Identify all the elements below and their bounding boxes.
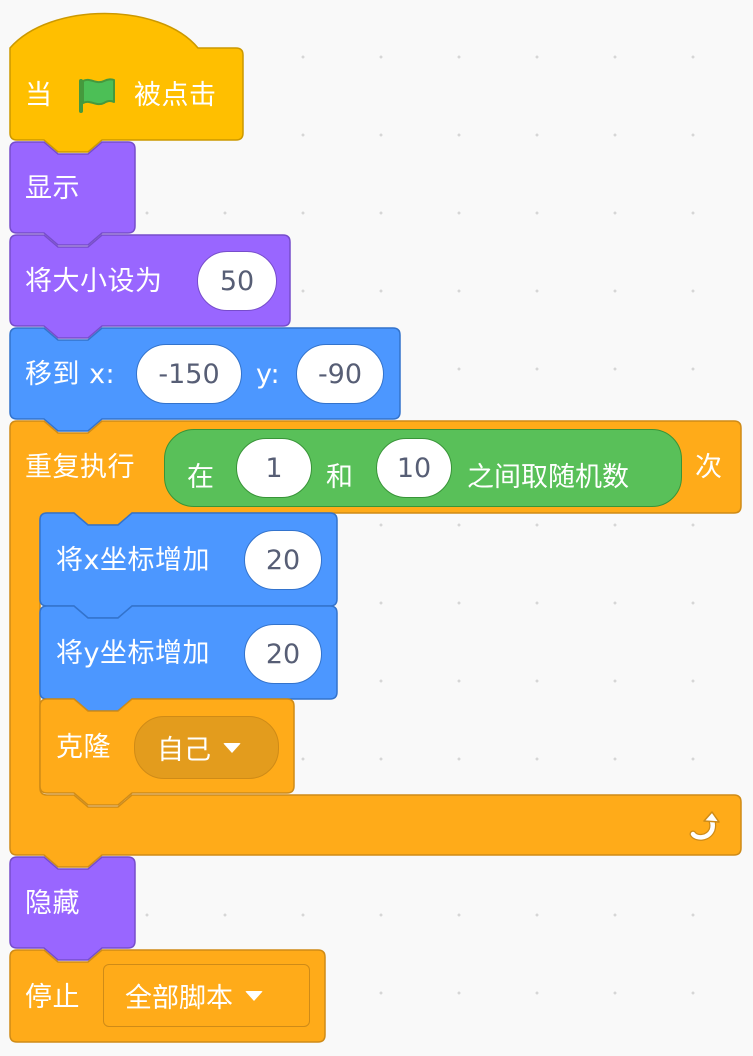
random-and-label: 和 (326, 462, 353, 493)
clone-target-value: 自己 (157, 735, 211, 766)
y-value-input[interactable]: -90 (296, 344, 384, 404)
change-x-value-input[interactable]: 20 (244, 530, 322, 590)
size-value-input[interactable]: 50 (197, 251, 277, 311)
repeat-arrow-icon (689, 811, 720, 841)
random-from-input[interactable]: 1 (236, 438, 312, 498)
when-flag-clicked-block[interactable] (9, 12, 244, 153)
set-size-label: 将大小设为 (25, 266, 163, 297)
hide-block[interactable] (9, 856, 136, 961)
stop-label: 停止 (25, 982, 80, 1013)
clicked-label: 被点击 (134, 80, 217, 111)
clone-label: 克隆 (56, 732, 111, 763)
change-x-label: 将x坐标增加 (56, 545, 210, 576)
green-flag-icon (79, 78, 115, 113)
y-label: y: (256, 359, 281, 390)
stop-option-dropdown[interactable]: 全部脚本 (103, 964, 310, 1027)
show-label: 显示 (25, 173, 80, 204)
repeat-times-label: 次 (695, 452, 723, 483)
when-label: 当 (25, 80, 53, 111)
random-to-input[interactable]: 10 (376, 438, 452, 498)
change-y-label: 将y坐标增加 (56, 638, 210, 669)
random-suffix-label: 之间取随机数 (467, 462, 629, 493)
repeat-label: 重复执行 (25, 452, 135, 483)
chevron-down-icon (245, 990, 263, 1001)
hide-label: 隐藏 (25, 888, 80, 919)
change-y-value-input[interactable]: 20 (244, 624, 322, 684)
random-prefix-label: 在 (187, 462, 214, 493)
chevron-down-icon (223, 742, 241, 753)
stop-option-value: 全部脚本 (125, 983, 233, 1014)
clone-target-dropdown[interactable]: 自己 (134, 716, 279, 779)
go-to-x-label: 移到 x: (25, 359, 116, 390)
show-block[interactable] (9, 141, 136, 246)
x-value-input[interactable]: -150 (136, 344, 242, 404)
